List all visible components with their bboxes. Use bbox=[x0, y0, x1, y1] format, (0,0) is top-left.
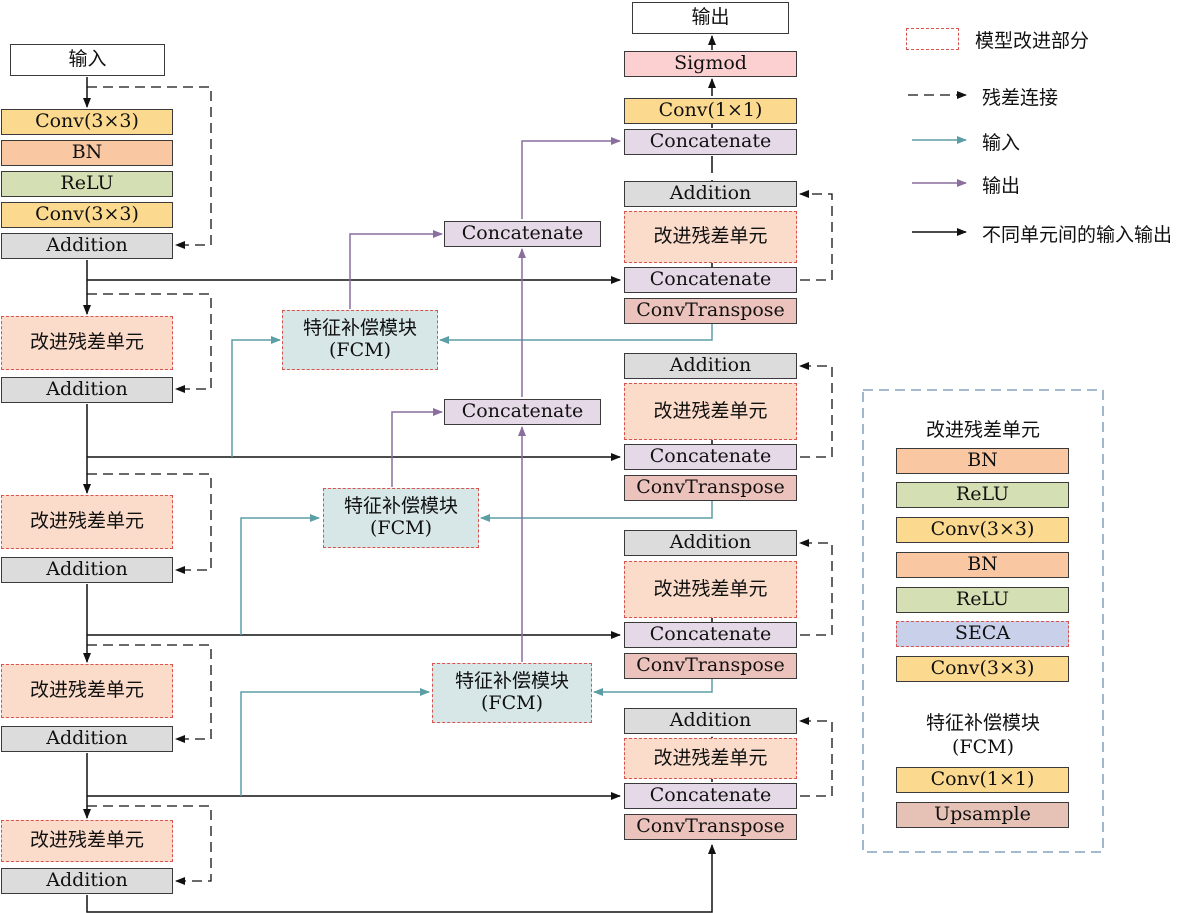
concatenate-r4: Concatenate bbox=[624, 783, 797, 809]
fcm-block-2: 特征补偿模块 (FCM) bbox=[323, 488, 479, 548]
fcm-block-3-name: 特征补偿模块 bbox=[454, 670, 569, 693]
concatenate-mid-2: Concatenate bbox=[444, 399, 601, 425]
legend-residual-label: 残差连接 bbox=[982, 87, 1059, 109]
detail-upsample: Upsample bbox=[896, 802, 1069, 828]
relu-block: ReLU bbox=[1, 171, 173, 197]
output-box: 输出 bbox=[632, 2, 789, 34]
fcm-block-3: 特征补偿模块 (FCM) bbox=[432, 663, 592, 723]
detail-fcm-abbr: (FCM) bbox=[951, 736, 1014, 758]
improved-unit-r4: 改进残差单元 bbox=[624, 738, 797, 779]
concatenate-mid-1: Concatenate bbox=[444, 221, 601, 247]
improved-unit-l5: 改进残差单元 bbox=[1, 820, 173, 862]
fcm2-output bbox=[391, 408, 443, 487]
fcm2-input-right bbox=[480, 500, 713, 522]
legend-between-label: 不同单元间的输入输出 bbox=[982, 224, 1173, 246]
addition-l2: Addition bbox=[1, 377, 173, 403]
fcm-block-3-abbr: (FCM) bbox=[480, 692, 543, 714]
addition-r2: Addition bbox=[624, 353, 797, 379]
legend-improved-label: 模型改进部分 bbox=[975, 30, 1090, 52]
improved-unit-r2: 改进残差单元 bbox=[624, 383, 797, 440]
fcm2-input-left bbox=[240, 514, 320, 635]
conv1-block: Conv(1×1) bbox=[624, 98, 797, 124]
detail-unit-title: 改进残差单元 bbox=[925, 419, 1040, 441]
input-box: 输入 bbox=[10, 44, 165, 76]
detail-frame bbox=[862, 389, 1104, 853]
improved-unit-l2: 改进残差单元 bbox=[1, 316, 173, 370]
detail-bn-1: BN bbox=[896, 448, 1069, 474]
fcm-block-1-abbr: (FCM) bbox=[328, 339, 391, 361]
legend-input-label: 输入 bbox=[982, 132, 1021, 154]
bn-block: BN bbox=[1, 140, 173, 166]
arrow-bottom-to-convtranspose bbox=[86, 844, 716, 913]
addition-r3: Addition bbox=[624, 530, 797, 556]
fcm-block-2-abbr: (FCM) bbox=[369, 517, 432, 539]
detail-conv3-1: Conv(3×3) bbox=[896, 517, 1069, 543]
improved-unit-r3: 改进残差单元 bbox=[624, 561, 797, 618]
concatenate-r1: Concatenate bbox=[624, 267, 797, 293]
fcm1-input-right bbox=[439, 322, 713, 344]
residual-unit5 bbox=[87, 805, 212, 885]
conv3-block-2: Conv(3×3) bbox=[1, 202, 173, 228]
addition-l3: Addition bbox=[1, 557, 173, 583]
improved-unit-l4: 改进残差单元 bbox=[1, 664, 173, 718]
addition-r1: Addition bbox=[624, 181, 797, 207]
cat1-output bbox=[521, 137, 621, 219]
detail-relu-1: ReLU bbox=[896, 482, 1069, 508]
concatenate-r-top: Concatenate bbox=[624, 129, 797, 155]
addition-l4: Addition bbox=[1, 726, 173, 752]
detail-seca: SECA bbox=[896, 621, 1069, 647]
concatenate-r2: Concatenate bbox=[624, 444, 797, 470]
fcm3-input-left bbox=[240, 688, 430, 796]
fcm3-input-right bbox=[593, 678, 713, 696]
detail-fcm-title: 特征补偿模块 bbox=[925, 712, 1040, 734]
fcm1-input-left bbox=[231, 336, 281, 457]
convtranspose-r2: ConvTranspose bbox=[624, 475, 797, 501]
addition-l5: Addition bbox=[1, 868, 173, 894]
detail-bn-2: BN bbox=[896, 552, 1069, 578]
convtranspose-r4: ConvTranspose bbox=[624, 814, 797, 840]
sigmod-block: Sigmod bbox=[624, 51, 797, 77]
residual-r1 bbox=[799, 190, 833, 281]
improved-unit-l3: 改进残差单元 bbox=[1, 495, 173, 549]
detail-conv1: Conv(1×1) bbox=[896, 767, 1069, 793]
fcm-block-1-name: 特征补偿模块 bbox=[302, 317, 417, 340]
legend-output-label: 输出 bbox=[982, 175, 1021, 197]
improved-unit-r1: 改进残差单元 bbox=[624, 211, 797, 263]
concatenate-r3: Concatenate bbox=[624, 622, 797, 648]
conv3-block: Conv(3×3) bbox=[1, 109, 173, 135]
addition-l1: Addition bbox=[1, 233, 173, 259]
fcm-block-2-name: 特征补偿模块 bbox=[343, 495, 458, 518]
residual-r2 bbox=[799, 362, 833, 458]
detail-conv3-2: Conv(3×3) bbox=[896, 656, 1069, 682]
residual-r3 bbox=[799, 539, 833, 636]
convtranspose-r1: ConvTranspose bbox=[624, 298, 797, 324]
fcm-block-1: 特征补偿模块 (FCM) bbox=[282, 310, 438, 370]
fcm1-output bbox=[349, 230, 443, 309]
addition-r4: Addition bbox=[624, 708, 797, 734]
convtranspose-r3: ConvTranspose bbox=[624, 653, 797, 679]
legend-improved-swatch bbox=[906, 28, 959, 50]
residual-r4 bbox=[799, 717, 833, 797]
detail-relu-2: ReLU bbox=[896, 587, 1069, 613]
